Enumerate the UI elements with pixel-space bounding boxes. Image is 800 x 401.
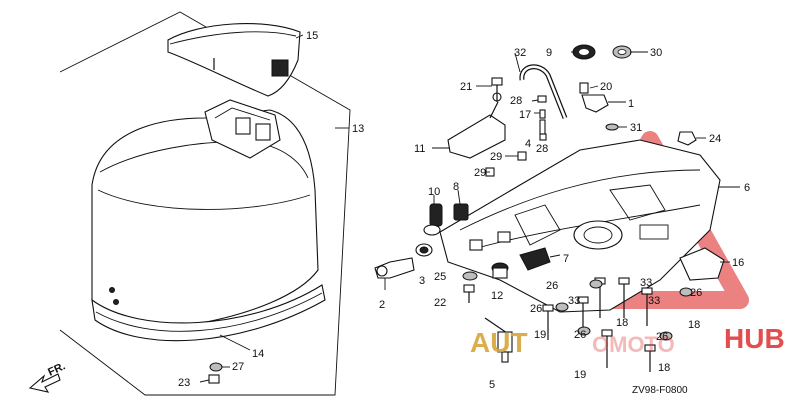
fitting-17 [539, 109, 546, 119]
top-cover [91, 99, 319, 327]
latch-2 [374, 257, 415, 290]
callout-1: 1 [628, 98, 634, 110]
callout-33b: 33 [568, 295, 580, 307]
under-cover [439, 139, 721, 313]
damper-8 [453, 203, 469, 221]
callout-20: 20 [600, 81, 612, 93]
callout-8: 8 [453, 181, 459, 193]
callout-4: 4 [525, 138, 531, 150]
callout-33a: 33 [640, 277, 652, 289]
callout-26c: 26 [530, 303, 542, 315]
callout-28b: 28 [536, 143, 548, 155]
callout-29b: 29 [474, 167, 486, 179]
leader-lines [219, 34, 740, 351]
plug-12 [491, 262, 509, 279]
callout-labels: 1 2 3 4 5 6 7 8 9 10 11 12 13 14 15 16 1… [178, 30, 750, 391]
bolt-23 [199, 374, 220, 384]
cover-cap [167, 23, 301, 97]
callout-33c: 33 [648, 295, 660, 307]
callout-12: 12 [491, 290, 503, 302]
bolts-column [542, 277, 693, 372]
callout-19b: 19 [574, 369, 586, 381]
callout-7: 7 [563, 253, 569, 265]
callout-11: 11 [414, 143, 425, 155]
nut-24 [677, 131, 697, 146]
watermark-middle: OMOTO [592, 332, 675, 357]
callout-18b: 18 [688, 319, 700, 331]
callout-28a: 28 [510, 95, 522, 107]
fitting-5 [484, 317, 513, 363]
bolt-20 [579, 82, 589, 94]
clip-31 [605, 123, 619, 131]
callout-10: 10 [428, 186, 440, 198]
callout-30: 30 [650, 47, 662, 59]
watermark-text: AUT OMOTO HUB [470, 323, 785, 358]
callout-27: 27 [232, 361, 244, 373]
mount-10 [423, 203, 443, 236]
callout-26a: 26 [546, 280, 558, 292]
fitting-4 [539, 119, 546, 135]
callout-16: 16 [732, 257, 744, 269]
clip-28b [539, 133, 547, 141]
callout-15: 15 [306, 30, 318, 42]
callout-22: 22 [434, 297, 446, 309]
callout-2: 2 [379, 299, 385, 311]
screw-29a [517, 151, 527, 161]
watermark-left: AUT [470, 327, 528, 358]
callout-26b: 26 [690, 287, 702, 299]
bolt-22 [463, 284, 475, 303]
washer-27 [209, 362, 230, 372]
front-arrow-icon [28, 373, 61, 393]
callout-5: 5 [489, 379, 495, 391]
callout-32: 32 [514, 47, 526, 59]
callout-19a: 19 [534, 329, 546, 341]
callout-29a: 29 [490, 151, 502, 163]
grommet-9 [572, 44, 596, 60]
clip-28 [537, 95, 547, 103]
callout-24: 24 [709, 133, 721, 145]
callout-26d: 26 [574, 329, 586, 341]
fitting-1 [581, 94, 609, 113]
callout-25: 25 [434, 271, 446, 283]
bracket-16 [679, 247, 725, 281]
front-label: FR. [46, 360, 67, 378]
callout-26e: 26 [656, 331, 668, 343]
hose-32 [519, 64, 568, 119]
washer-30 [612, 45, 632, 59]
callout-6: 6 [744, 182, 750, 194]
watermark-right: HUB [724, 323, 785, 354]
callout-18c: 18 [658, 362, 670, 374]
cover-seal [91, 284, 326, 342]
diagram-code: ZV98-F0800 [632, 385, 688, 396]
bolt-21 [491, 77, 503, 102]
callout-14: 14 [252, 348, 264, 360]
washer-25 [462, 271, 478, 281]
callout-9: 9 [546, 47, 552, 59]
bracket-11 [447, 92, 506, 159]
cover-group-outline [59, 11, 351, 396]
callout-17: 17 [519, 109, 531, 121]
callout-13: 13 [352, 123, 364, 135]
callout-31: 31 [630, 122, 642, 134]
callout-23: 23 [178, 377, 190, 389]
callout-21: 21 [460, 81, 472, 93]
callout-3: 3 [419, 275, 425, 287]
gasket-7 [519, 247, 551, 271]
callout-18a: 18 [616, 317, 628, 329]
grommet-3 [415, 243, 433, 257]
